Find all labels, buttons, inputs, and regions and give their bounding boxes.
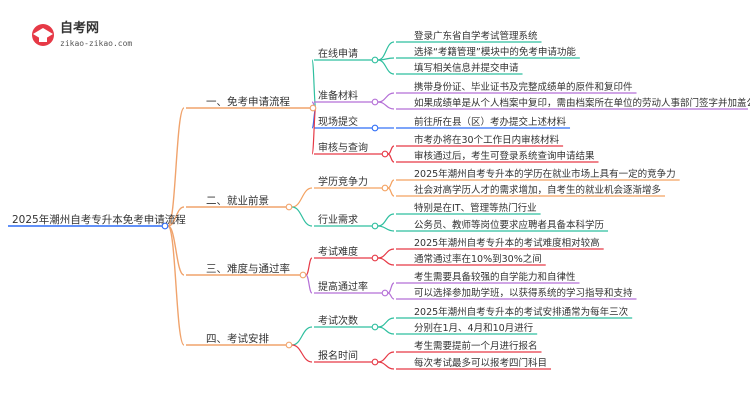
root-connector-dot — [161, 222, 169, 230]
root-to-branch-4-edge — [167, 225, 185, 346]
leaf-edge-1-1-1 — [377, 41, 395, 61]
branch-4-topic-2-edge — [291, 344, 313, 363]
leaf-1-4-1-label: 市考办将在30个工作日内审核材料 — [414, 134, 560, 146]
branch-3-dot — [299, 271, 307, 279]
branch-2-topic-2-label[interactable]: 行业需求 — [318, 213, 358, 226]
leaf-edge-1-2-1 — [377, 92, 395, 103]
branch-3-topic-1-label[interactable]: 考试难度 — [318, 245, 358, 258]
leaf-edge-3-1-1 — [377, 248, 395, 259]
branch-2-dot — [285, 203, 293, 211]
root-node-label[interactable]: 2025年潮州自考专升本免考申请流程 — [12, 213, 186, 226]
mindmap-nodes: 2025年潮州自考专升本免考申请流程 一、免考申请流程 在线申请 登录广东省自学考试管… — [12, 30, 750, 369]
leaf-edge-3-2-1 — [387, 282, 395, 294]
logo-cap-icon — [33, 28, 53, 40]
leaf-1-3-1-label: 前往所在县（区）考办提交上述材料 — [414, 116, 567, 128]
leaf-edge-3-1-2 — [377, 257, 395, 266]
leaf-3-1-2-label: 通常通过率在10%到30%之间 — [414, 253, 542, 265]
logo-url: zikao-zikao.com — [60, 39, 132, 48]
branch-2-label[interactable]: 二、就业前景 — [206, 194, 269, 207]
branch-2-topic-1-dot — [381, 184, 389, 192]
branch-4-dot — [285, 341, 293, 349]
leaf-edge-2-2-1 — [377, 213, 395, 227]
leaf-1-2-2-label: 如果成绩单是从个人档案中复印，需由档案所在单位的劳动人事部门签字并加盖公章 — [414, 97, 750, 109]
branch-3-label[interactable]: 三、难度与通过率 — [206, 262, 290, 275]
branch-1-topic-2-label[interactable]: 准备材料 — [318, 89, 358, 102]
branch-4-topic-2-dot — [371, 358, 379, 366]
branch-2-topic-2-edge — [291, 206, 313, 227]
branch-4-topic-1-edge — [291, 326, 313, 346]
leaf-edge-2-1-1 — [387, 179, 395, 189]
logo-cap-base — [39, 36, 47, 42]
branch-3-topic-2-label[interactable]: 提高通过率 — [318, 280, 368, 293]
branch-4-topic-2-label[interactable]: 报名时间 — [318, 349, 358, 362]
leaf-1-1-3-label: 填写相关信息并提交申请 — [414, 62, 519, 74]
branch-1-dot — [309, 104, 317, 112]
leaf-3-2-2-label: 可以选择参加助学班，以获得系统的学习指导和支持 — [414, 287, 633, 299]
leaf-edge-1-1-3 — [377, 59, 395, 75]
branch-1-topic-1-edge — [311, 59, 317, 109]
branch-4-topic-1-dot — [371, 323, 379, 331]
branch-1-topic-3-label[interactable]: 现场提交 — [318, 115, 358, 128]
branch-3-topic-2-dot — [381, 289, 389, 297]
branch-2-topic-1-edge — [291, 187, 313, 208]
leaf-2-1-1-label: 2025年潮州自考专升本的学历在就业市场上具有一定的竞争力 — [414, 168, 676, 180]
leaf-4-1-1-label: 2025年潮州自考专升本的考试安排通常为每年三次 — [414, 306, 629, 318]
leaf-1-4-2-label: 审核通过后，考生可登录系统查询申请结果 — [414, 150, 595, 162]
site-logo[interactable]: 自考网 zikao-zikao.com — [32, 20, 132, 48]
leaf-3-2-1-label: 考生需要具备较强的自学能力和自律性 — [414, 271, 576, 283]
branch-4-topic-1-label[interactable]: 考试次数 — [318, 314, 358, 327]
leaf-2-2-1-label: 特别是在IT、管理等热门行业 — [414, 202, 537, 214]
leaf-4-2-1-label: 考生需要提前一个月进行报名 — [414, 340, 538, 352]
branch-3-topic-1-dot — [371, 254, 379, 262]
leaf-edge-1-4-1 — [387, 145, 395, 155]
leaf-edge-1-2-2 — [377, 101, 395, 110]
branch-1-topic-1-dot — [371, 56, 379, 64]
leaf-3-1-1-label: 2025年潮州自考专升本的考试难度相对较高 — [414, 237, 600, 249]
logo-name: 自考网 — [60, 20, 99, 36]
root-to-branch-2-edge — [167, 206, 185, 227]
leaf-2-2-2-label: 公务员、教师等岗位要求应聘者具备本科学历 — [414, 219, 604, 231]
branch-1-label[interactable]: 一、免考申请流程 — [206, 95, 290, 108]
leaf-edge-4-2-1 — [377, 351, 395, 363]
branch-1-topic-2-dot — [371, 98, 379, 106]
leaf-edge-2-1-2 — [387, 187, 395, 197]
leaf-1-2-1-label: 携带身份证、毕业证书及完整成绩单的原件和复印件 — [414, 81, 633, 93]
leaf-4-2-2-label: 每次考试最多可以报考四门科目 — [414, 357, 547, 369]
branch-3-topic-1-edge — [305, 257, 313, 276]
leaf-edge-4-2-2 — [377, 361, 395, 370]
branch-1-topic-4-label[interactable]: 审核与查询 — [318, 141, 368, 154]
leaf-edge-3-2-2 — [387, 292, 395, 300]
branch-2-topic-1-label[interactable]: 学历竞争力 — [318, 175, 368, 188]
mindmap-edges — [8, 41, 748, 370]
leaf-edge-4-1-1 — [377, 317, 395, 328]
leaf-edge-4-1-2 — [377, 326, 395, 335]
leaf-4-1-2-label: 分别在1月、4月和10月进行 — [414, 322, 534, 334]
leaf-edge-1-4-2 — [387, 153, 395, 163]
branch-1-topic-3-dot — [371, 124, 379, 132]
leaf-1-1-2-label: 选择“考籍管理”模块中的免考申请功能 — [414, 46, 576, 58]
branch-1-topic-1-label[interactable]: 在线申请 — [318, 47, 358, 60]
branch-2-topic-2-dot — [371, 222, 379, 230]
leaf-edge-2-2-2 — [377, 225, 395, 232]
branch-1-topic-4-dot — [381, 150, 389, 158]
leaf-1-1-1-label: 登录广东省自学考试管理系统 — [414, 30, 538, 42]
branch-4-label[interactable]: 四、考试安排 — [206, 332, 269, 345]
leaf-2-1-2-label: 社会对高学历人才的需求增加，自考生的就业机会逐渐增多 — [414, 184, 661, 196]
branch-3-topic-2-edge — [305, 274, 313, 294]
root-to-branch-1-edge — [167, 107, 185, 227]
